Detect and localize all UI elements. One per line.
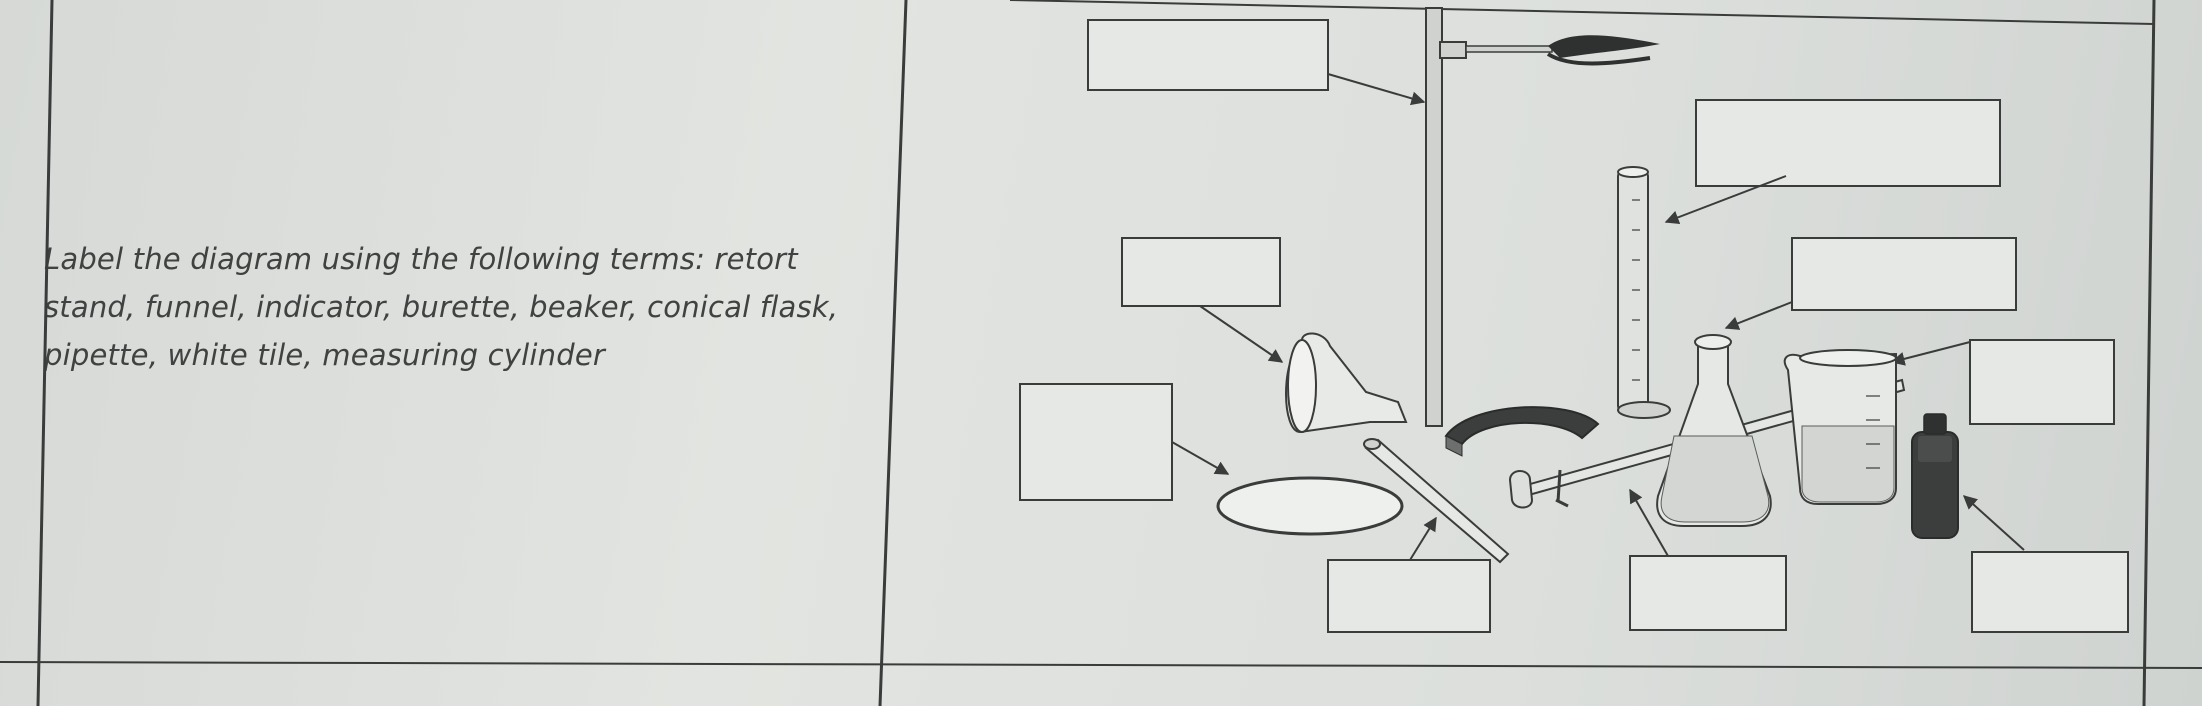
arrow-9 <box>1962 495 2025 551</box>
arrow-1 <box>1327 73 1426 106</box>
instruction-text: Label the diagram using the following te… <box>44 242 839 372</box>
indicator-bottle-illustration <box>1911 413 1959 539</box>
arrow-3 <box>1199 305 1284 363</box>
conical-flask-illustration <box>1656 334 1772 527</box>
pipette-illustration <box>1363 438 1510 564</box>
funnel-illustration <box>1285 332 1408 434</box>
answer-box-5[interactable] <box>1019 383 1173 501</box>
answer-box-3[interactable] <box>1121 237 1281 307</box>
burette-illustration <box>1617 166 1671 419</box>
arrow-6 <box>1890 341 1971 366</box>
beaker-illustration <box>1783 349 1897 505</box>
answer-box-9[interactable] <box>1971 551 2129 633</box>
answer-box-2[interactable] <box>1695 99 2001 187</box>
arrow-7 <box>1409 516 1437 561</box>
arrow-2 <box>1664 175 1787 225</box>
arrow-5 <box>1171 441 1230 475</box>
arrow-4 <box>1724 301 1793 330</box>
arrow-8 <box>1629 488 1669 557</box>
answer-box-6[interactable] <box>1969 339 2115 425</box>
white-tile-illustration <box>1216 476 1404 536</box>
answer-box-1[interactable] <box>1087 19 1329 91</box>
answer-box-8[interactable] <box>1629 555 1787 631</box>
retort-stand-illustration <box>1425 7 1660 457</box>
answer-box-4[interactable] <box>1791 237 2017 311</box>
answer-box-7[interactable] <box>1327 559 1491 633</box>
